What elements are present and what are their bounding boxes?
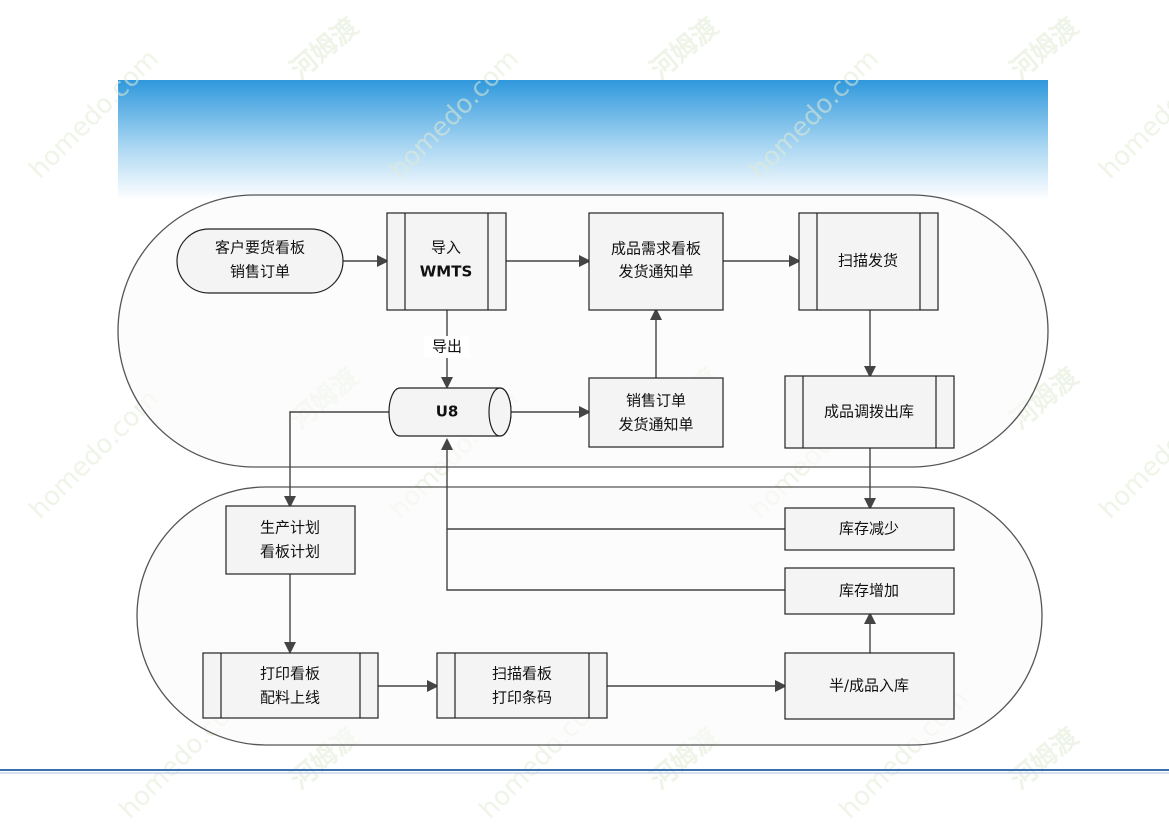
node-scan-board [436,652,608,719]
node-scan-ship [798,212,939,311]
nodes [176,212,955,720]
edge-increase-to-u8 [446,529,785,591]
node-labels: 客户要货看板 销售订单 导入 WMTS 成品需求看板 发货通知单 扫描发货 U8… [215,239,914,707]
label-import-2: WMTS [420,263,473,281]
header-band [118,80,1048,200]
label-stock-decrease: 库存减少 [839,520,899,538]
node-production-plan [225,505,356,575]
watermark-mark: 河姆渡 [285,11,365,86]
label-customer-order-2: 销售订单 [230,263,290,281]
label-import-1: 导入 [431,239,461,257]
label-transfer-out: 成品调拨出库 [824,403,914,421]
label-warehouse-in: 半/成品入库 [829,677,909,695]
node-print-board [202,652,379,719]
label-production-plan-2: 看板计划 [260,543,320,561]
watermark-mark: 河姆渡 [645,11,725,86]
label-scan-board-2: 打印条码 [492,689,552,707]
edges [284,255,876,692]
node-demand-board [588,212,724,311]
label-customer-order-1: 客户要货看板 [215,239,305,257]
watermark-mark: 河姆渡 [1005,11,1085,86]
export-label: 导出 [432,338,462,356]
label-u8: U8 [436,403,459,421]
edge-u8-to-plan [284,411,389,508]
watermark-mark: 河姆渡 [1005,721,1085,796]
label-print-board-2: 配料上线 [260,689,320,707]
node-u8-database [388,387,512,437]
label-scan-board-1: 扫描看板 [492,665,552,683]
label-stock-increase: 库存增加 [839,582,899,600]
watermark-text: homedo.com [1094,44,1169,185]
node-stock-increase [784,567,955,615]
node-sales-notice [588,377,724,448]
export-label-bg [424,336,470,358]
label-scan-ship: 扫描发货 [838,252,898,270]
watermark-text: homedo.com [1094,384,1169,525]
label-print-board-1: 打印看板 [260,665,320,683]
node-warehouse-in [784,652,955,720]
label-sales-notice-2: 发货通知单 [618,416,693,434]
node-stock-decrease [784,507,955,551]
label-demand-2: 发货通知单 [618,263,693,281]
label-sales-notice-1: 销售订单 [626,392,686,410]
node-transfer-out [784,375,955,449]
node-import-wmts [386,212,507,311]
node-customer-order [176,228,344,294]
label-demand-1: 成品需求看板 [611,240,701,258]
label-production-plan-1: 生产计划 [260,519,320,537]
